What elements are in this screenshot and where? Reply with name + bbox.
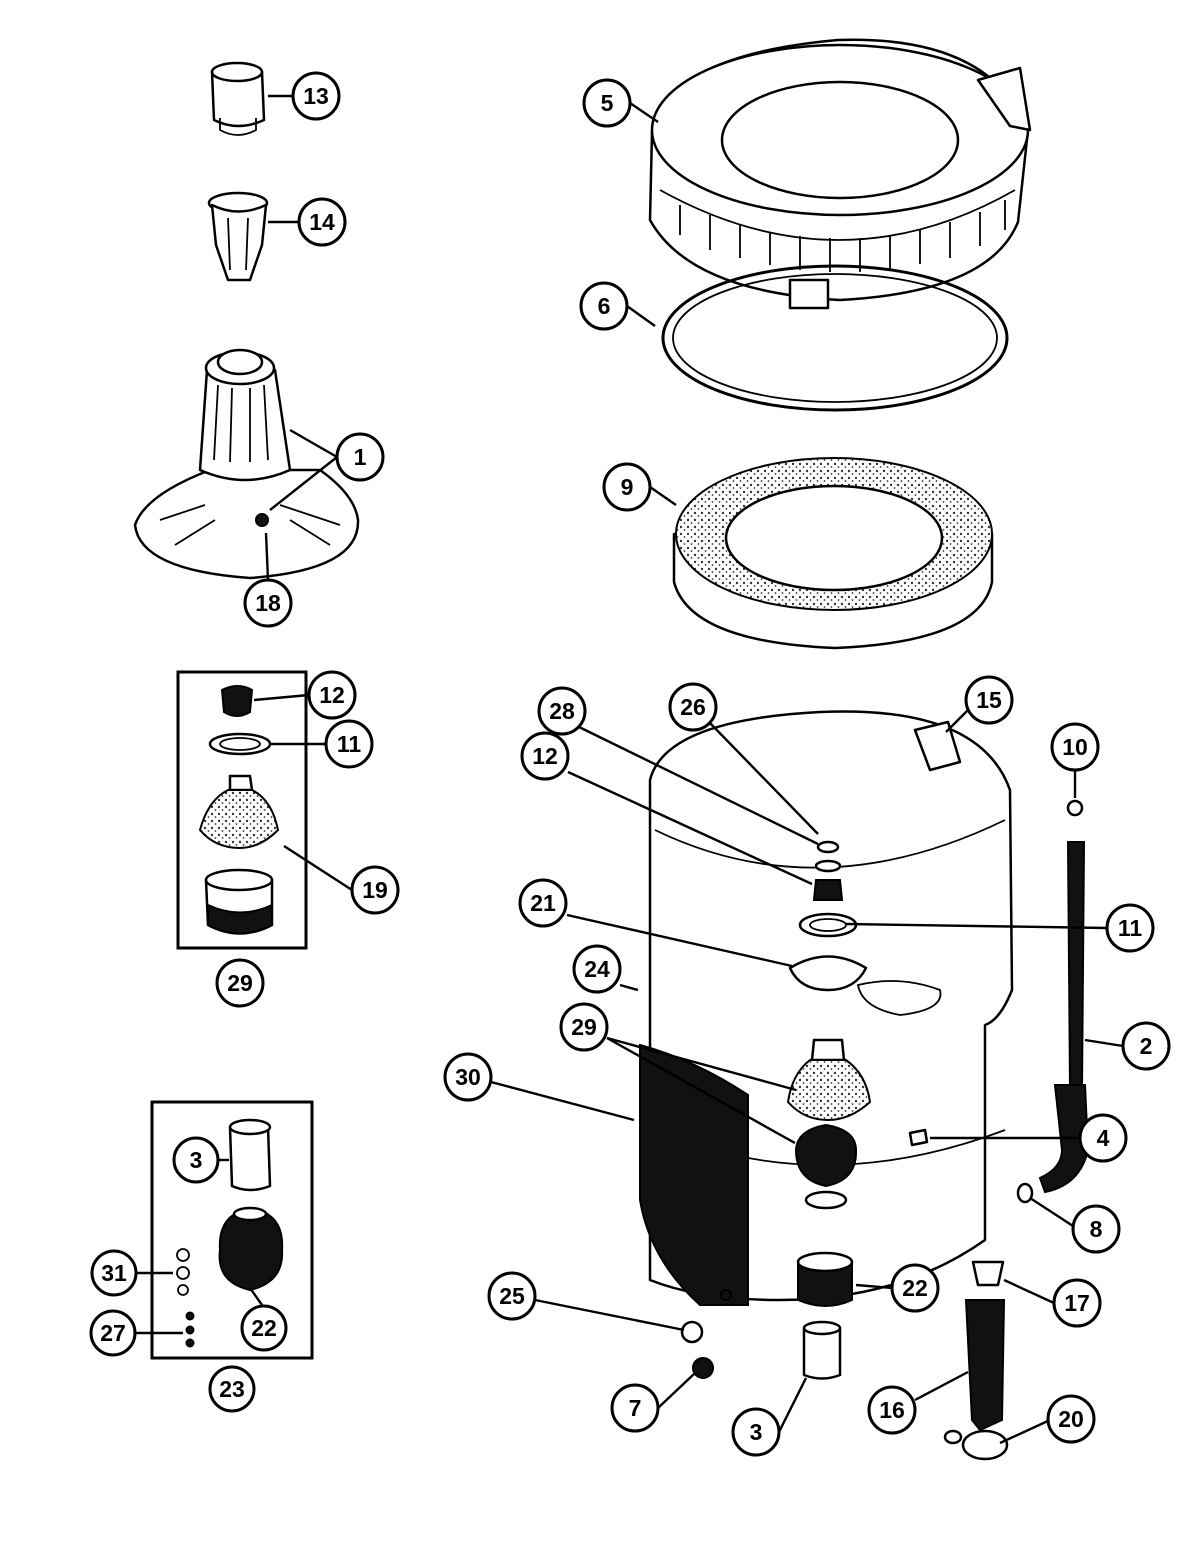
callout-12-right: 12 (520, 731, 570, 781)
callout-16: 16 (867, 1385, 917, 1435)
callout-11-left: 11 (324, 719, 374, 769)
callout-17: 17 (1052, 1278, 1102, 1328)
svg-text:22: 22 (902, 1275, 928, 1301)
svg-text:30: 30 (455, 1064, 481, 1090)
callout-29-left: 29 (215, 958, 265, 1008)
group-29-frame (176, 670, 308, 950)
callout-7: 7 (610, 1383, 660, 1433)
callout-20: 20 (1046, 1394, 1096, 1444)
callout-3-left: 3 (172, 1136, 220, 1184)
group-29-parts (198, 685, 280, 935)
callout-31: 31 (90, 1249, 138, 1297)
svg-text:9: 9 (621, 474, 634, 500)
callout-10: 10 (1050, 722, 1100, 772)
part-10-clip (1066, 799, 1084, 817)
part-25-sensor (680, 1320, 704, 1344)
svg-text:23: 23 (219, 1376, 245, 1402)
svg-text:10: 10 (1062, 734, 1088, 760)
group-23-parts (176, 1118, 284, 1348)
svg-text:26: 26 (680, 694, 706, 720)
part-6-gasket (661, 264, 1009, 412)
part-9-balance-ring (672, 457, 994, 650)
callout-22-right: 22 (890, 1263, 940, 1313)
svg-text:18: 18 (255, 590, 281, 616)
svg-text:17: 17 (1064, 1290, 1090, 1316)
callout-1: 1 (335, 432, 385, 482)
svg-text:29: 29 (227, 970, 253, 996)
callout-15: 15 (964, 675, 1014, 725)
group-23-frame (150, 1100, 314, 1360)
callout-19: 19 (350, 865, 400, 915)
leader-lines (136, 94, 1124, 1445)
svg-text:20: 20 (1058, 1406, 1084, 1432)
callout-5: 5 (582, 78, 632, 128)
callout-3-right: 3 (731, 1407, 781, 1457)
svg-text:11: 11 (337, 731, 362, 757)
callout-8: 8 (1071, 1204, 1121, 1254)
svg-text:29: 29 (571, 1014, 597, 1040)
svg-text:2: 2 (1140, 1033, 1153, 1059)
part-5-tub-ring (648, 38, 1032, 310)
callout-12-left: 12 (307, 670, 357, 720)
callout-26: 26 (668, 682, 718, 732)
center-stack-parts (786, 840, 872, 1380)
callout-28: 28 (537, 686, 587, 736)
svg-text:11: 11 (1118, 915, 1143, 941)
part-17-fitting (971, 1260, 1005, 1287)
svg-text:12: 12 (532, 743, 558, 769)
svg-text:5: 5 (601, 90, 614, 116)
svg-text:13: 13 (303, 83, 329, 109)
svg-text:21: 21 (530, 890, 556, 916)
svg-text:7: 7 (629, 1395, 642, 1421)
svg-text:31: 31 (101, 1260, 127, 1286)
callout-23: 23 (208, 1365, 256, 1413)
callout-29-right: 29 (559, 1002, 609, 1052)
part-13-cap (210, 61, 266, 136)
callout-2: 2 (1121, 1021, 1171, 1071)
svg-text:1: 1 (354, 444, 367, 470)
svg-text:22: 22 (251, 1315, 277, 1341)
svg-text:16: 16 (879, 1397, 905, 1423)
svg-text:24: 24 (584, 956, 610, 982)
callout-6: 6 (579, 281, 629, 331)
part-20-clamp (943, 1429, 1009, 1461)
svg-text:25: 25 (499, 1283, 525, 1309)
part-1-agitator (133, 348, 360, 580)
svg-text:3: 3 (750, 1419, 763, 1445)
callout-11-right: 11 (1105, 903, 1155, 953)
svg-text:15: 15 (976, 687, 1002, 713)
callout-9: 9 (602, 462, 652, 512)
part-16-drain-hose (964, 1299, 1006, 1432)
part-8-oring (1016, 1182, 1034, 1204)
svg-text:3: 3 (190, 1147, 203, 1173)
svg-text:12: 12 (319, 682, 345, 708)
part-7-plug (692, 1357, 714, 1379)
svg-text:28: 28 (549, 698, 575, 724)
callout-30: 30 (443, 1052, 493, 1102)
callout-22-left: 22 (240, 1304, 288, 1352)
callout-25: 25 (487, 1271, 537, 1321)
callout-27: 27 (89, 1309, 137, 1357)
svg-text:4: 4 (1097, 1125, 1110, 1151)
svg-text:27: 27 (100, 1320, 126, 1346)
svg-text:19: 19 (362, 877, 388, 903)
callout-13: 13 (291, 71, 341, 121)
callout-4: 4 (1078, 1113, 1128, 1163)
svg-text:6: 6 (598, 293, 611, 319)
callout-24: 24 (572, 944, 622, 994)
part-4-screw (908, 1128, 929, 1147)
svg-text:14: 14 (309, 209, 335, 235)
callout-21: 21 (518, 878, 568, 928)
svg-text:8: 8 (1090, 1216, 1103, 1242)
part-14-insert (207, 191, 269, 282)
part-25-screw (720, 1289, 732, 1301)
callout-18: 18 (243, 578, 293, 628)
callout-14: 14 (297, 197, 347, 247)
